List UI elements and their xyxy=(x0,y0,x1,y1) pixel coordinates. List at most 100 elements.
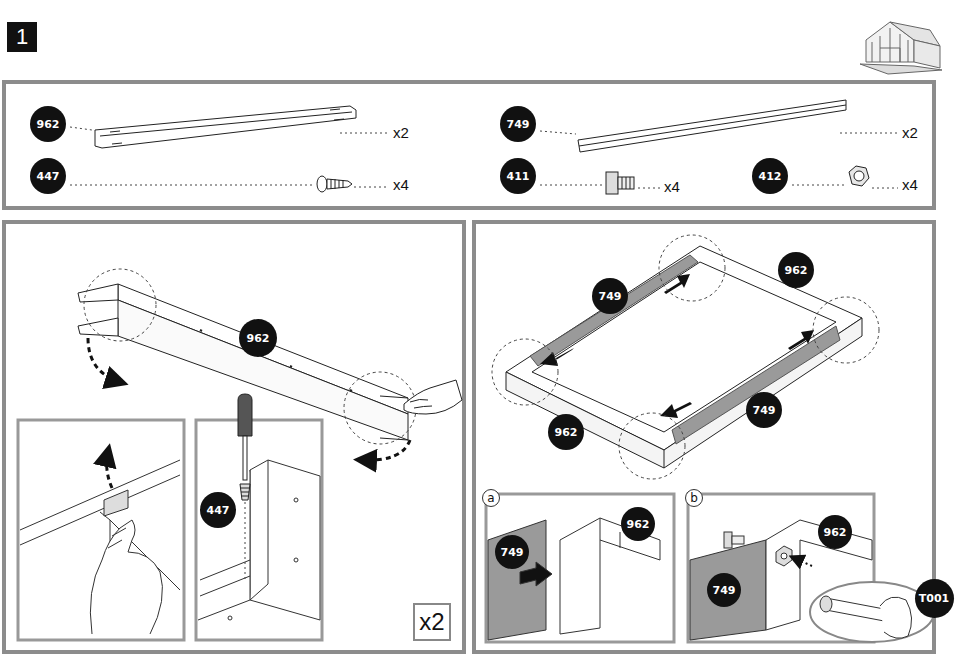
detail-circle xyxy=(492,235,879,479)
screwdriver xyxy=(243,436,247,480)
part-962 xyxy=(110,109,344,144)
inset-frame xyxy=(196,420,322,640)
screw-447 xyxy=(331,179,343,189)
callout-number: 412 xyxy=(752,158,788,194)
callout-number: 447 xyxy=(200,492,236,528)
inset-detail xyxy=(600,518,620,548)
detail-circle xyxy=(492,339,558,405)
inset-detail xyxy=(781,553,787,559)
screw-447 xyxy=(317,176,352,192)
bolt-411 xyxy=(622,177,630,189)
greenhouse-icon xyxy=(872,28,908,62)
node-text: b xyxy=(690,491,698,505)
quantity-label: x2 xyxy=(902,124,918,141)
step-letter: b xyxy=(685,489,703,507)
greenhouse-icon xyxy=(914,40,940,68)
node-text: 1 xyxy=(16,24,28,50)
callout-number: 749 xyxy=(495,535,529,569)
node-text: 411 xyxy=(507,170,530,183)
callout-number: 411 xyxy=(500,158,536,194)
leader-line xyxy=(70,127,92,130)
part-749 xyxy=(579,105,846,146)
detail-circle xyxy=(813,297,879,363)
leader-line xyxy=(540,131,576,134)
inset-detail xyxy=(776,546,792,566)
callout-number: 962 xyxy=(548,414,584,450)
node-text: 749 xyxy=(599,290,622,303)
inset-detail xyxy=(20,460,180,634)
inset-detail xyxy=(108,528,126,548)
node-text: 749 xyxy=(507,118,530,131)
quantity-box: x2 xyxy=(413,603,451,641)
bolt-411 xyxy=(618,177,634,189)
panel-frame xyxy=(4,222,464,652)
node-text: 962 xyxy=(627,518,650,531)
inset-detail xyxy=(104,490,128,516)
node-text: 962 xyxy=(555,426,578,439)
frame-outline xyxy=(532,262,836,432)
panel-frame xyxy=(474,222,934,652)
inset-detail xyxy=(198,460,268,620)
callout-number: 749 xyxy=(707,573,741,607)
node-text: a xyxy=(487,491,494,505)
detail-circle xyxy=(659,235,725,301)
quantity-label: x4 xyxy=(393,176,409,193)
leader-line xyxy=(638,188,660,189)
leader-line xyxy=(340,133,388,134)
step-number: 1 xyxy=(7,22,37,52)
greenhouse-icon xyxy=(860,64,942,74)
fold-arrow xyxy=(107,452,112,488)
leader-line xyxy=(245,502,246,580)
panel-frame xyxy=(4,82,934,652)
nut-412 xyxy=(849,166,869,186)
node-text: 412 xyxy=(759,170,782,183)
leader-line xyxy=(354,187,388,188)
leader-line xyxy=(540,185,602,186)
hand xyxy=(404,380,462,414)
node-text: 749 xyxy=(713,584,736,597)
node-text: 749 xyxy=(753,404,776,417)
inset-detail xyxy=(228,616,232,620)
screwdriver xyxy=(238,394,252,500)
nut-412 xyxy=(849,166,869,186)
part-962 xyxy=(95,106,356,148)
screwdriver xyxy=(238,394,252,436)
node-text: 962 xyxy=(247,332,270,345)
detail-circle xyxy=(84,269,156,341)
fold-arrow xyxy=(88,338,410,460)
quantity-label: x4 xyxy=(664,178,680,195)
leader-line xyxy=(792,185,846,186)
callout-number: 749 xyxy=(500,106,536,142)
bolt-411 xyxy=(606,172,618,194)
screw-447 xyxy=(317,176,327,192)
part-749 xyxy=(578,100,846,152)
hand xyxy=(410,399,432,408)
inset-detail xyxy=(294,558,298,562)
inset-detail xyxy=(90,520,162,634)
node-text: 749 xyxy=(501,546,524,559)
nut-412 xyxy=(854,171,864,181)
inset-detail xyxy=(690,540,766,640)
part-962 xyxy=(95,106,356,148)
inset-detail xyxy=(200,560,250,596)
node-text: x2 xyxy=(419,608,444,636)
step-letter: a xyxy=(482,489,500,507)
node-text: 962 xyxy=(785,264,808,277)
leader-line xyxy=(872,188,898,189)
bar-962 xyxy=(78,284,118,302)
part-749 xyxy=(578,100,846,152)
node-text: T001 xyxy=(919,592,949,605)
frame-outline xyxy=(506,246,862,450)
inset-detail xyxy=(732,536,744,544)
wrench-tool xyxy=(820,596,832,612)
panel-frame xyxy=(4,82,934,208)
frame-outline xyxy=(506,246,862,468)
greenhouse-icon xyxy=(860,22,942,74)
callout-number: 962 xyxy=(239,319,277,357)
inset-detail xyxy=(294,498,298,502)
part-962 xyxy=(100,112,352,136)
fold-arrow xyxy=(362,440,410,460)
bar-962 xyxy=(118,300,408,440)
hand xyxy=(404,380,462,414)
